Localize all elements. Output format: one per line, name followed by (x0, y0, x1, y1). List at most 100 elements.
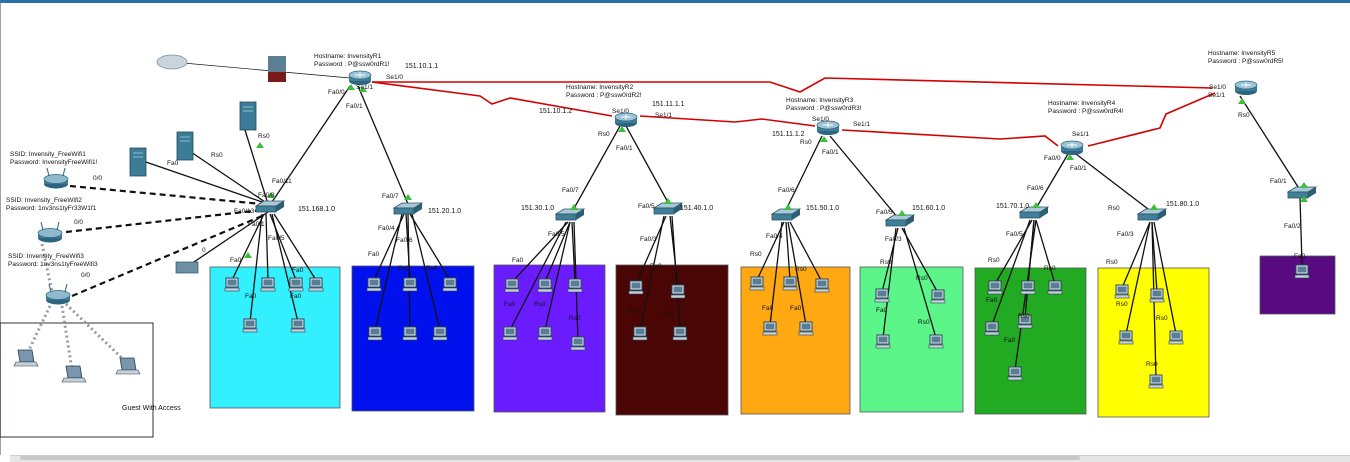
port-label: Rs0 (1156, 315, 1168, 322)
pc-icon[interactable] (1118, 330, 1134, 345)
port-label: Fa0/8 (258, 192, 275, 199)
pc-icon[interactable] (1149, 288, 1165, 303)
server-icon-2[interactable] (176, 131, 194, 161)
access-point-3-icon[interactable] (45, 283, 71, 305)
pc-icon[interactable] (1047, 280, 1063, 295)
switch-151-20-icon[interactable] (393, 202, 423, 215)
pc-icon[interactable] (442, 277, 458, 292)
pc-icon[interactable] (504, 278, 520, 293)
port-label: Rs0 (598, 131, 610, 138)
switch-151-40-icon[interactable] (653, 202, 683, 215)
port-label: Rs0 (1108, 205, 1120, 212)
pc-icon[interactable] (762, 321, 778, 336)
port-label: Fa0/1 (616, 145, 633, 152)
pc-icon[interactable] (242, 318, 258, 333)
serial-r2-r3 (639, 115, 816, 127)
laptop-icon-1[interactable] (13, 349, 39, 367)
port-label: Fa0 (368, 251, 380, 258)
port-label: Rs0 (916, 275, 928, 282)
pc-icon[interactable] (537, 278, 553, 293)
port-label: Rs0 (1146, 361, 1158, 368)
pc-icon[interactable] (367, 326, 383, 341)
laptop-icon-3[interactable] (115, 357, 141, 375)
port-label: Rs0 (1106, 259, 1118, 266)
router-r1-icon[interactable] (348, 70, 372, 86)
pc-icon[interactable] (308, 277, 324, 292)
port-label: Rs0 (880, 259, 892, 266)
pc-icon[interactable] (798, 321, 814, 336)
port-label: Fa0/7 (382, 193, 399, 200)
access-point-1-icon[interactable] (43, 167, 69, 189)
window-top-bar (0, 0, 1350, 3)
pc-icon[interactable] (1020, 280, 1036, 295)
serial-r1-r5 (372, 77, 1213, 93)
switch-151-168-icon[interactable] (255, 200, 285, 213)
pc-icon[interactable] (628, 280, 644, 295)
pc-icon[interactable] (1168, 330, 1184, 345)
pc-icon[interactable] (432, 326, 448, 341)
pc-icon[interactable] (402, 277, 418, 292)
switch-151-80-icon[interactable] (1137, 208, 1167, 221)
port-label: Fa0 (1294, 253, 1306, 260)
port-label: Fa0/0 (1044, 155, 1061, 162)
server-icon-3[interactable] (129, 147, 147, 177)
pc-icon[interactable] (632, 326, 648, 341)
pc-icon[interactable] (567, 278, 583, 293)
port-label: Fa0 (1004, 337, 1016, 344)
port-label: Fa0/7 (562, 187, 579, 194)
pc-icon[interactable] (570, 336, 586, 351)
port-label: 0 (202, 247, 206, 254)
pc-icon[interactable] (1294, 264, 1310, 279)
switch-151-50-icon[interactable] (771, 208, 801, 221)
r1-password: Password : P@ssw0rdR1! (314, 61, 390, 68)
pc-icon[interactable] (670, 284, 686, 299)
router-r4-icon[interactable] (1060, 140, 1084, 156)
pc-icon[interactable] (928, 334, 944, 349)
port-label: Rs0 (534, 301, 546, 308)
router-r2-icon[interactable] (614, 112, 638, 128)
cloud-icon[interactable] (156, 54, 188, 70)
pc-icon[interactable] (875, 334, 891, 349)
printer-icon[interactable] (175, 261, 199, 274)
pc-icon[interactable] (782, 276, 798, 291)
pc-icon[interactable] (874, 288, 890, 303)
pc-icon[interactable] (402, 326, 418, 341)
pc-icon[interactable] (749, 276, 765, 291)
switch-151-30-icon[interactable] (555, 208, 585, 221)
switch-r5-icon[interactable] (1287, 186, 1317, 199)
r3-hostname: Hostname: InvensityR3 (786, 97, 854, 104)
router-r3-icon[interactable] (816, 120, 840, 136)
net-151-30: 151.30.1.0 (521, 205, 554, 212)
pc-icon[interactable] (260, 277, 276, 292)
pc-icon[interactable] (1114, 284, 1130, 299)
pc-icon[interactable] (930, 289, 946, 304)
pc-icon[interactable] (224, 277, 240, 292)
server-icon-1[interactable] (239, 101, 257, 131)
pc-icon[interactable] (288, 277, 304, 292)
pc-icon[interactable] (672, 326, 688, 341)
port-label: Fa0/3 (1117, 231, 1134, 238)
access-point-2-icon[interactable] (37, 221, 63, 243)
pc-icon[interactable] (366, 277, 382, 292)
router-r5-icon[interactable] (1234, 80, 1258, 96)
pc-icon[interactable] (502, 326, 518, 341)
switch-151-60-icon[interactable] (885, 214, 915, 227)
firewall-icon[interactable] (268, 56, 286, 82)
pc-icon[interactable] (537, 326, 553, 341)
horizontal-scrollbar-thumb[interactable] (20, 456, 1080, 460)
pc-icon[interactable] (814, 278, 830, 293)
port-label: Fa0 (290, 293, 302, 300)
port-label: Fa0/6 (396, 237, 413, 244)
port-label: Fa0/6 (1027, 185, 1044, 192)
port-label: Fa0 (504, 301, 516, 308)
r4-se11: Se1/1 (1072, 131, 1089, 138)
pc-icon[interactable] (984, 321, 1000, 336)
laptop-icon-2[interactable] (61, 365, 87, 383)
wireless-links (65, 184, 263, 298)
guest-label: Guest With Access (122, 405, 181, 412)
pc-icon[interactable] (987, 280, 1003, 295)
pc-icon[interactable] (290, 318, 306, 333)
pc-icon[interactable] (1148, 374, 1164, 389)
pc-icon[interactable] (1007, 366, 1023, 381)
